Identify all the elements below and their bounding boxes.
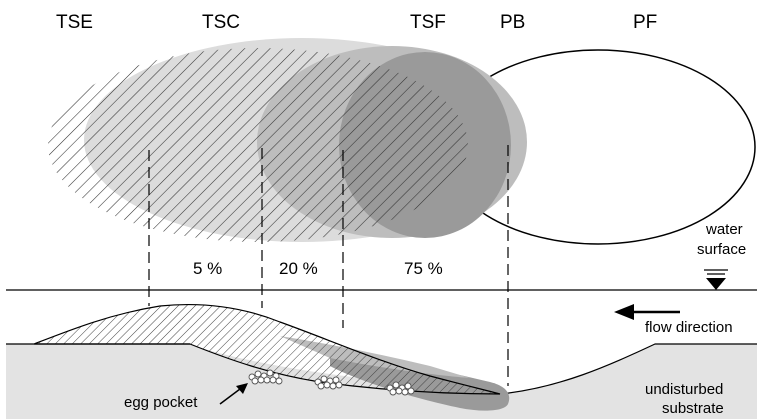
zone-label-pb: PB <box>500 12 525 33</box>
flow-direction-arrow-icon <box>614 304 680 320</box>
egg-pocket-2 <box>314 375 343 390</box>
zone-label-pf: PF <box>633 12 657 33</box>
zone-label-tsc: TSC <box>202 12 240 33</box>
egg-pocket-arrow-icon <box>219 383 248 405</box>
percent-label-tsf-inner: 75 % <box>404 259 443 278</box>
water-surface-label-line2: surface <box>697 241 746 258</box>
percent-label-tsc: 5 % <box>193 259 222 278</box>
egg-pocket-label: egg pocket <box>124 394 198 411</box>
zone-label-tse: TSE <box>56 12 93 33</box>
substrate-label-line2: substrate <box>662 400 724 417</box>
substrate-label-line1: undisturbed <box>645 381 723 398</box>
flow-direction-label: flow direction <box>645 319 733 336</box>
tse-hatched-region <box>48 48 468 242</box>
egg-pocket-1 <box>248 369 283 385</box>
water-surface-label-line1: water <box>705 221 743 238</box>
water-level-icon <box>704 269 728 290</box>
egg-pocket-3 <box>386 381 415 396</box>
zone-label-tsf: TSF <box>410 12 446 33</box>
percent-label-tsf-outer: 20 % <box>279 259 318 278</box>
